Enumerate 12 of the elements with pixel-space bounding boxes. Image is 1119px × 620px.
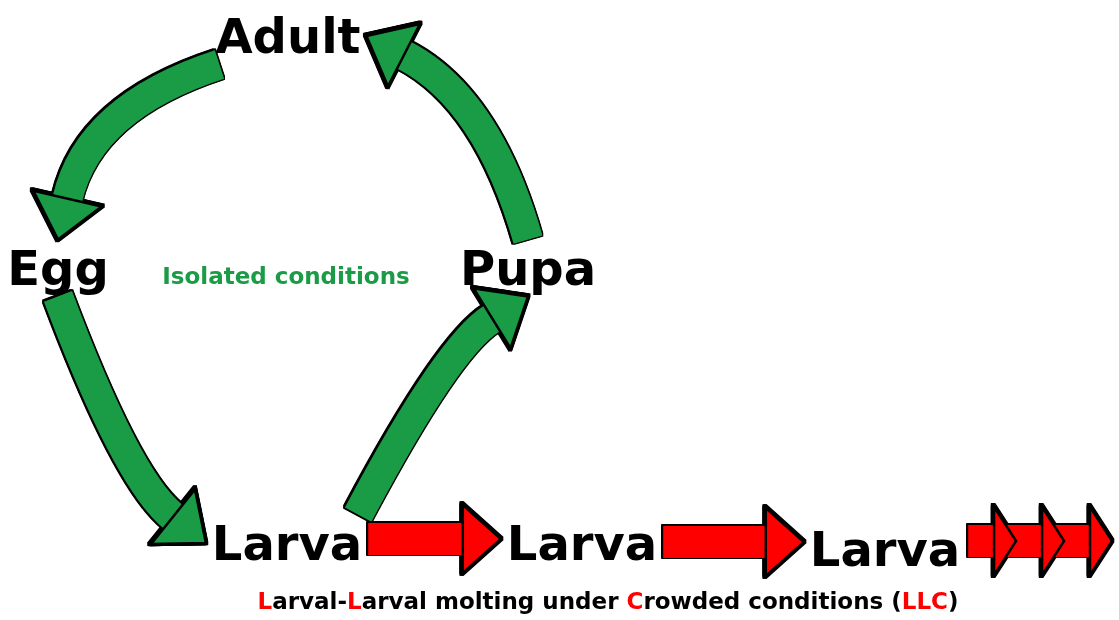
condition-label: Isolated conditions	[162, 263, 410, 289]
caption: Larval-Larval molting under Crowded conditions (LLC)	[257, 588, 959, 614]
stage-label: Egg	[1, 239, 115, 297]
block-arrow	[44, 291, 206, 547]
stage-label: Larva	[803, 520, 967, 578]
block-arrow	[663, 506, 806, 578]
stage-label: Larva	[500, 514, 664, 572]
stage-label: Larva	[205, 514, 369, 572]
block-arrow	[368, 503, 503, 575]
stage-label: Adult	[209, 7, 367, 65]
block-arrow	[968, 505, 1114, 577]
stage-label: Pupa	[453, 239, 603, 297]
